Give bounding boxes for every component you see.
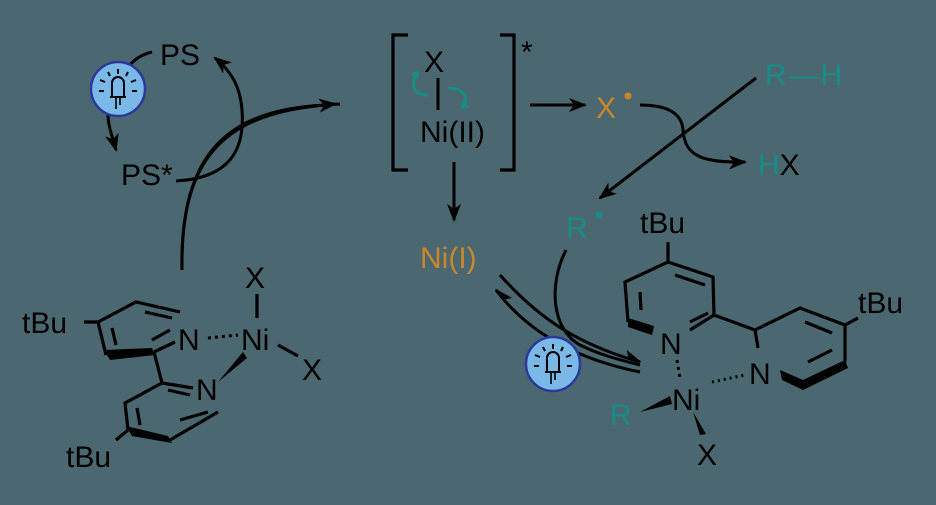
- ring1-double: [110, 310, 173, 346]
- ni-i-label: Ni(I): [420, 242, 477, 275]
- n2-ni-wedge: [218, 352, 247, 382]
- photosensitizer-cycle: PS PS*: [89, 39, 244, 192]
- right-x: X: [697, 439, 717, 472]
- ring2-wedge: [126, 426, 172, 443]
- led-bulb-icon-bottom: [524, 335, 582, 393]
- tbu-bottom-left: tBu: [66, 441, 111, 474]
- right-n1: N: [660, 328, 682, 361]
- tbu-top-left: tBu: [22, 307, 67, 340]
- complex-x-label: X: [424, 46, 444, 79]
- left-x1: X: [245, 262, 265, 295]
- left-ni: Ni: [241, 324, 269, 357]
- right-bracket: [500, 33, 516, 172]
- hx-label: HX: [758, 149, 800, 182]
- homolysis-arrow-right: [447, 86, 470, 110]
- forward-equilibrium-arrow: [498, 274, 642, 364]
- ps-label: PS: [160, 39, 200, 72]
- alkyl-radical-dot: [595, 211, 603, 219]
- r-ni-wedge: [640, 396, 672, 412]
- alkyl-radical-label: R: [566, 212, 588, 245]
- n1-ni-hash-right: [675, 359, 682, 379]
- n2-ni-hash-right: [711, 373, 746, 384]
- left-bracket: [391, 33, 408, 172]
- right-ni: Ni: [672, 384, 700, 417]
- led-bulb-icon: [89, 60, 147, 118]
- ring2: [123, 381, 219, 442]
- ringA: [623, 242, 716, 332]
- right-r: R: [610, 399, 632, 432]
- halogen-radical-dot: [624, 92, 632, 100]
- biaryl-bond: [152, 351, 164, 384]
- ringA-wedge: [628, 318, 654, 335]
- ni-ii-label: Ni(II): [420, 116, 485, 149]
- ps-regeneration-arrow: [175, 56, 244, 183]
- ring1-bond: [153, 340, 176, 354]
- right-nickel-alkyl-complex: tBu tBu N N Ni R X: [610, 207, 903, 472]
- ps-excited-label: PS*: [121, 159, 173, 192]
- left-nickel-dihalide-complex: tBu tBu N N Ni X X: [22, 262, 322, 474]
- ringB: [753, 306, 847, 362]
- excitation-arrow: [105, 114, 119, 152]
- ring1-left: [96, 321, 108, 356]
- left-x2: X: [302, 354, 322, 387]
- substrate-to-radical-arrow: [598, 76, 757, 200]
- biaryl-bond-right: [713, 313, 756, 332]
- left-n2: N: [196, 374, 218, 407]
- right-n2: N: [749, 358, 771, 391]
- ring1-wedge: [104, 348, 155, 360]
- ring2-double: [135, 388, 209, 426]
- excited-star: *: [521, 36, 533, 69]
- photo-energy-transfer-arrow: [180, 98, 337, 271]
- radical-capture-arc: [553, 249, 641, 367]
- ni-x-wedge: [693, 412, 706, 435]
- ni-x2-bond: [277, 343, 299, 358]
- ps-arc: [128, 50, 153, 66]
- hat-arrow: [639, 103, 747, 170]
- ring1-top: [84, 300, 181, 324]
- energy-transfer-arc: [180, 102, 341, 271]
- tbu-bond-right: [844, 316, 859, 327]
- halogen-radical-label: X: [596, 92, 616, 125]
- excited-nickel-complex: * X Ni(II): [391, 33, 533, 172]
- n1-ni-hash: [207, 333, 239, 340]
- ringA-double: [638, 273, 709, 324]
- tbu-top-right: tBu: [640, 207, 685, 240]
- ringB-double: [804, 320, 833, 364]
- left-n1: N: [178, 324, 200, 357]
- homolysis-arrow-left: [410, 70, 429, 97]
- ringB-wedge: [780, 360, 848, 390]
- tbu-bond-bottom: [114, 428, 130, 442]
- substrate-label: R—H: [765, 59, 842, 92]
- tbu-right: tBu: [858, 287, 903, 320]
